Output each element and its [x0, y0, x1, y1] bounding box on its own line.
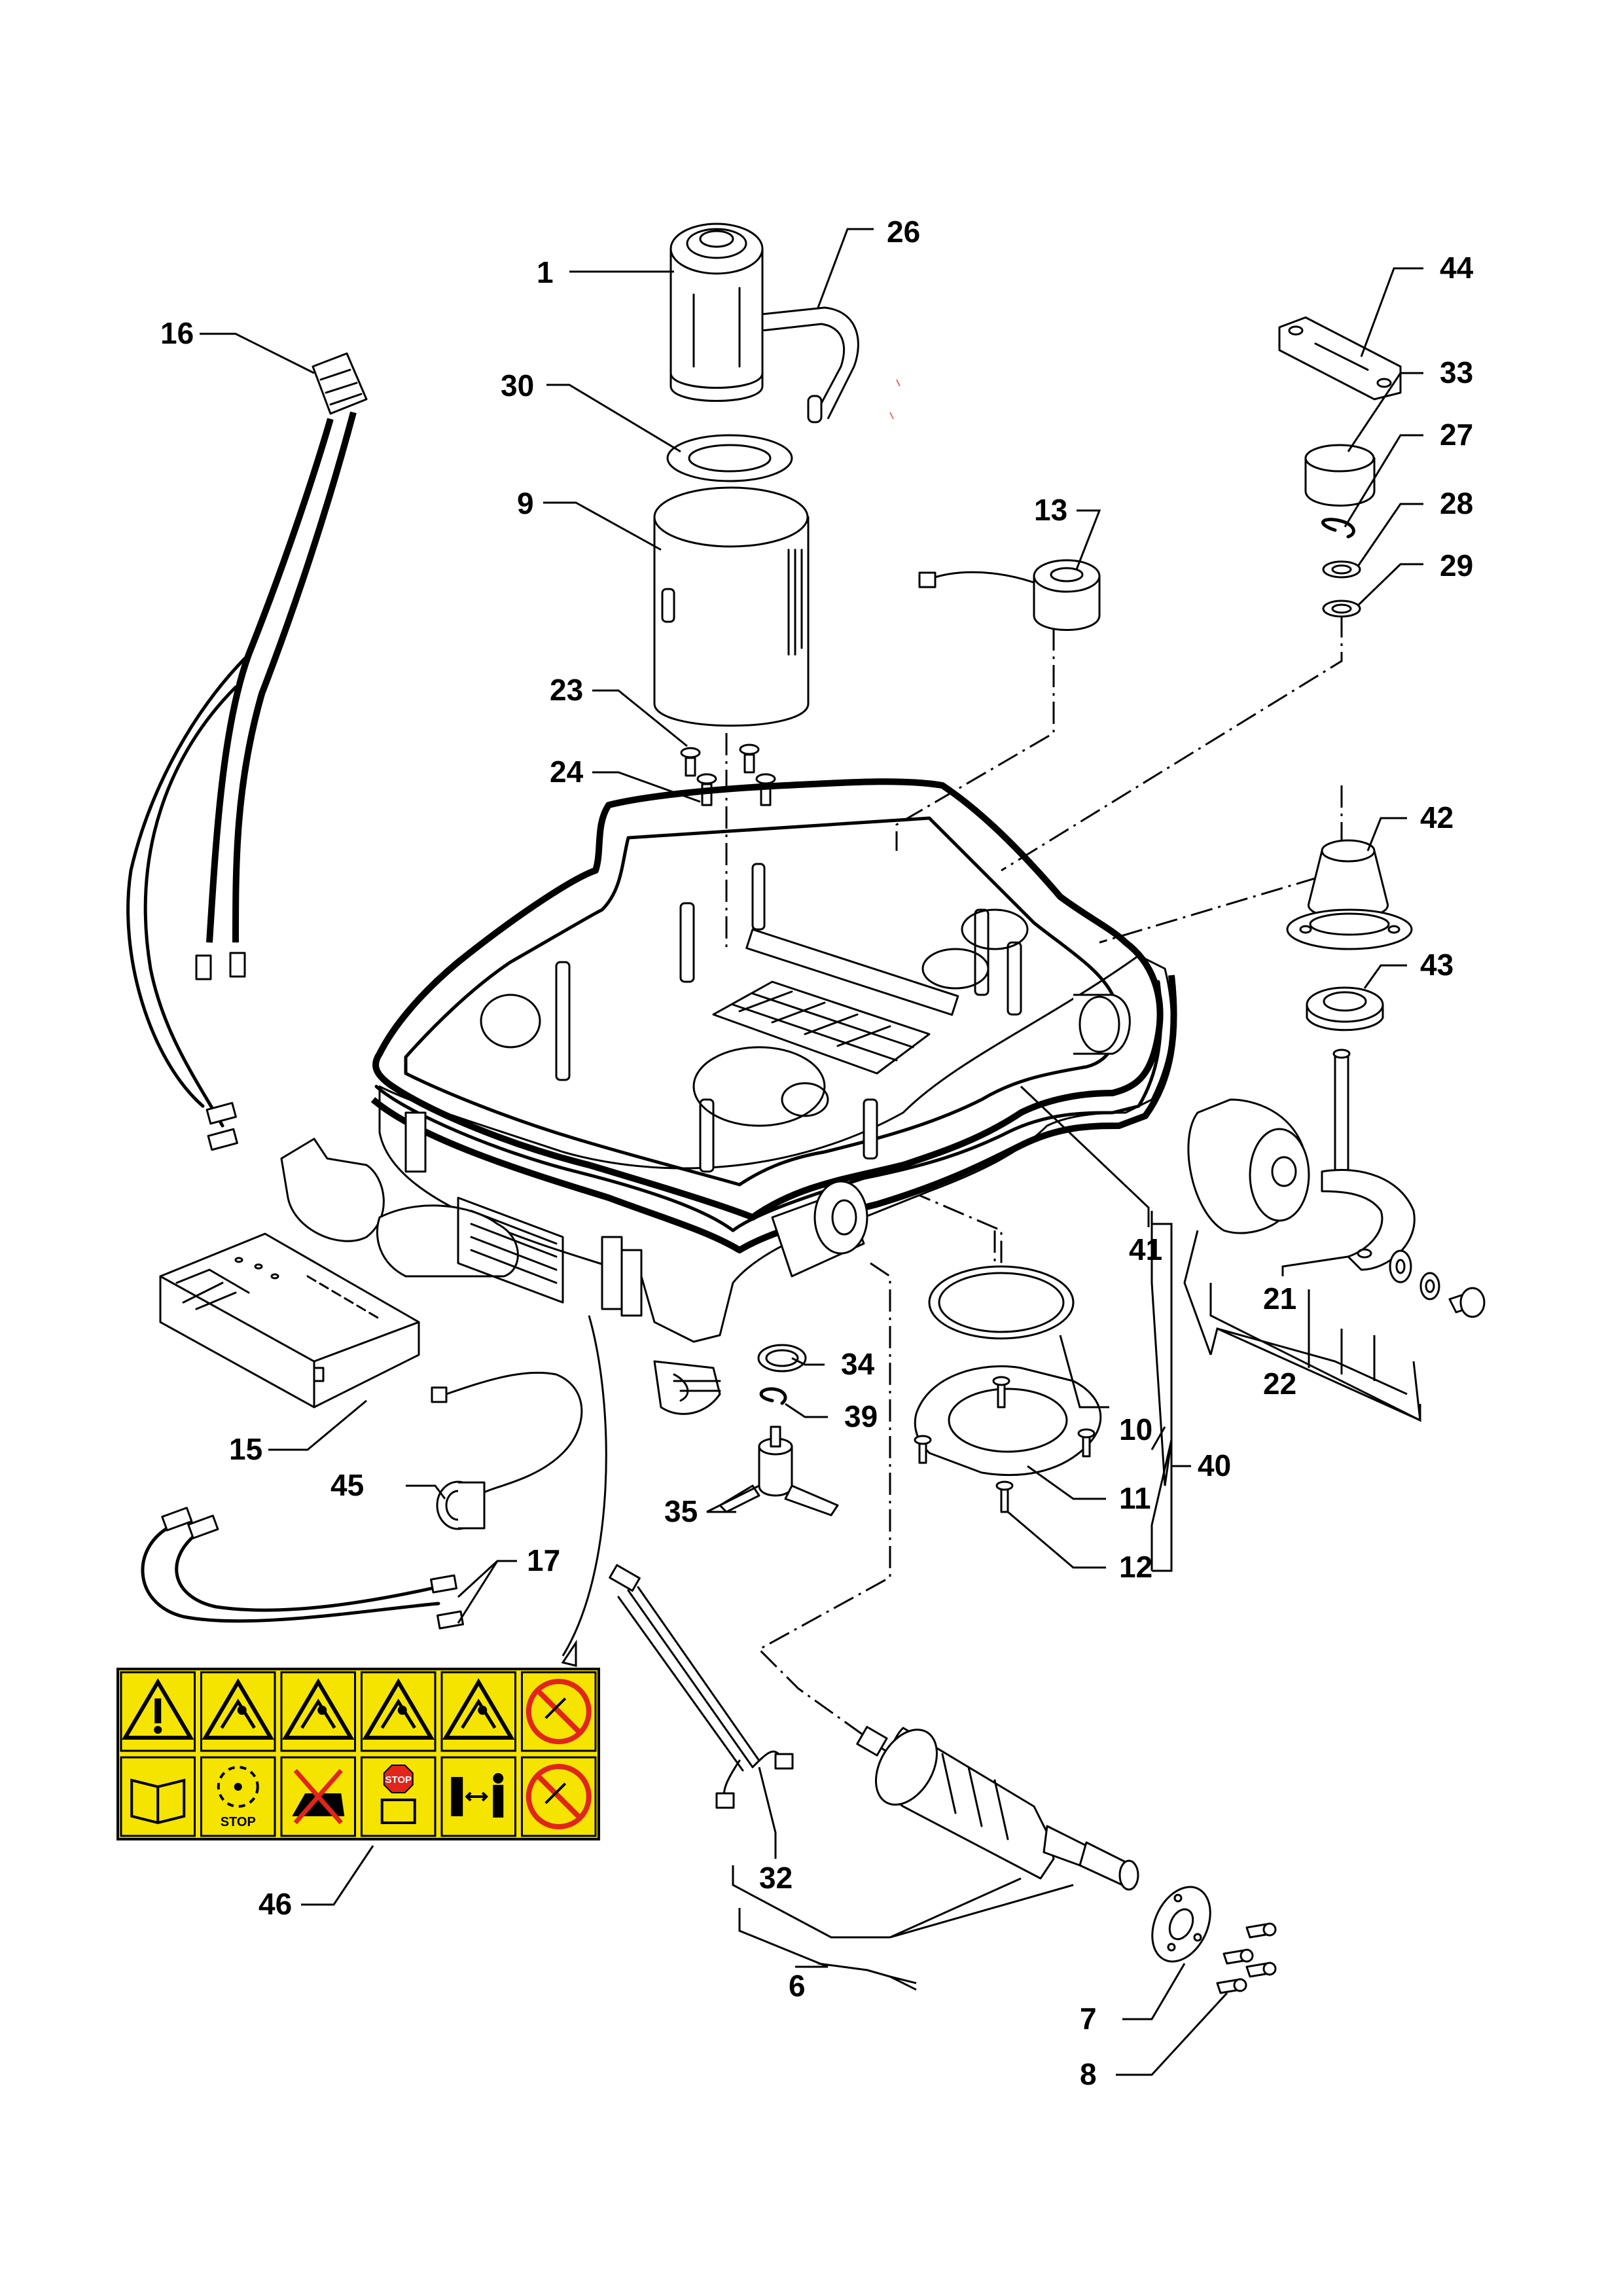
- gasket-30[interactable]: [666, 434, 793, 482]
- motor-cover-9[interactable]: [653, 486, 810, 727]
- callout-24: 24: [550, 755, 584, 789]
- callout-44: 44: [1440, 251, 1474, 285]
- screws-23-24[interactable]: [680, 744, 776, 806]
- socket-45[interactable]: [431, 1371, 583, 1530]
- plate-11[interactable]: [914, 1365, 1102, 1477]
- callout-35: 35: [664, 1494, 698, 1528]
- no-riding-icon: [280, 1756, 356, 1837]
- callout-17: 17: [527, 1543, 560, 1577]
- hub-42[interactable]: [1286, 839, 1413, 950]
- callout-23: 23: [550, 673, 583, 707]
- callout-40: 40: [1198, 1448, 1231, 1482]
- blade-motor-6[interactable]: [856, 1719, 1139, 1891]
- no-water-jet-icon: [521, 1671, 597, 1752]
- rotating-blade-stop-icon: STOP: [200, 1756, 276, 1837]
- drive-cylinder[interactable]: [771, 1180, 868, 1278]
- stop-sign-label: STOP: [385, 1774, 412, 1785]
- callout-labels: 1 26 16 44 30 33 27 9 13 28 29 23 24 42 …: [160, 215, 1474, 2091]
- callout-43: 43: [1420, 948, 1454, 982]
- callout-22: 22: [1263, 1367, 1296, 1401]
- clip-39[interactable]: [759, 1387, 787, 1405]
- callout-11: 11: [1119, 1481, 1151, 1515]
- callout-9: 9: [517, 486, 534, 520]
- connector-plug: [207, 1128, 238, 1151]
- callout-10: 10: [1119, 1412, 1152, 1446]
- read-manual-icon: [120, 1756, 196, 1837]
- washer-29[interactable]: [1322, 600, 1361, 618]
- sensor-13[interactable]: [918, 559, 1101, 631]
- callout-7: 7: [1080, 2001, 1097, 2036]
- callout-13: 13: [1034, 493, 1067, 527]
- screws-12[interactable]: [914, 1376, 1096, 1513]
- callout-29: 29: [1440, 548, 1473, 583]
- callout-12: 12: [1119, 1550, 1152, 1584]
- o-ring-10[interactable]: [928, 1265, 1075, 1340]
- callout-27: 27: [1440, 418, 1473, 452]
- leader-lines: [200, 228, 1423, 2076]
- safety-decal-46: STOP STOP: [116, 1668, 600, 1840]
- callout-16: 16: [160, 316, 194, 350]
- callout-8: 8: [1080, 2057, 1097, 2091]
- stop-label: STOP: [221, 1815, 256, 1829]
- callout-46: 46: [259, 1887, 292, 1921]
- chassis-body[interactable]: [280, 778, 1177, 1415]
- clip-27[interactable]: [1321, 518, 1355, 539]
- gasket-41[interactable]: [372, 778, 1164, 1221]
- callout-39: 39: [844, 1399, 878, 1433]
- ring-34[interactable]: [757, 1344, 807, 1372]
- blade-hub-35[interactable]: [719, 1426, 839, 1516]
- washer-28[interactable]: [1322, 560, 1361, 579]
- callout-28: 28: [1440, 486, 1473, 520]
- harness-32[interactable]: [609, 1564, 794, 1809]
- callout-1: 1: [537, 255, 554, 289]
- callout-26: 26: [887, 215, 920, 249]
- callout-41: 41: [1129, 1232, 1162, 1266]
- bearing-43[interactable]: [1306, 986, 1384, 1031]
- flange-7[interactable]: [1141, 1878, 1221, 1971]
- callout-33: 33: [1440, 355, 1473, 389]
- cable-17[interactable]: [141, 1507, 464, 1630]
- stop-before-lifting-icon: STOP: [361, 1756, 437, 1837]
- control-box-15[interactable]: [159, 1232, 420, 1408]
- callout-45: 45: [330, 1468, 364, 1502]
- wiring-harness-16[interactable]: [126, 352, 368, 1151]
- thrown-objects-warning-icon: [200, 1671, 276, 1752]
- bracket-44[interactable]: [1278, 316, 1402, 401]
- connector-plug: [205, 1102, 237, 1125]
- connector-plug: [229, 952, 246, 978]
- slip-warning-icon: [440, 1671, 516, 1752]
- cap-33[interactable]: [1304, 444, 1376, 507]
- callout-32: 32: [759, 1861, 793, 1895]
- wheel-arm-21[interactable]: [1187, 1049, 1416, 1271]
- screws-8[interactable]: [1216, 1922, 1277, 1994]
- stray-mark: [889, 379, 901, 420]
- hand-cut-warning-icon: [280, 1671, 356, 1752]
- connector-plug: [195, 954, 212, 980]
- motor-1[interactable]: [669, 223, 859, 423]
- foot-cut-warning-icon: [361, 1671, 437, 1752]
- callout-21: 21: [1263, 1282, 1296, 1316]
- keep-distance-icon: [440, 1756, 516, 1837]
- callout-15: 15: [229, 1432, 262, 1466]
- fastener-set-22[interactable]: [1389, 1249, 1486, 1318]
- no-children-pets-icon: [521, 1756, 597, 1837]
- callout-30: 30: [501, 368, 534, 403]
- callout-34: 34: [841, 1347, 875, 1381]
- callout-6: 6: [789, 1969, 806, 2003]
- callout-42: 42: [1420, 800, 1454, 834]
- warning-triangle-icon: [120, 1671, 196, 1752]
